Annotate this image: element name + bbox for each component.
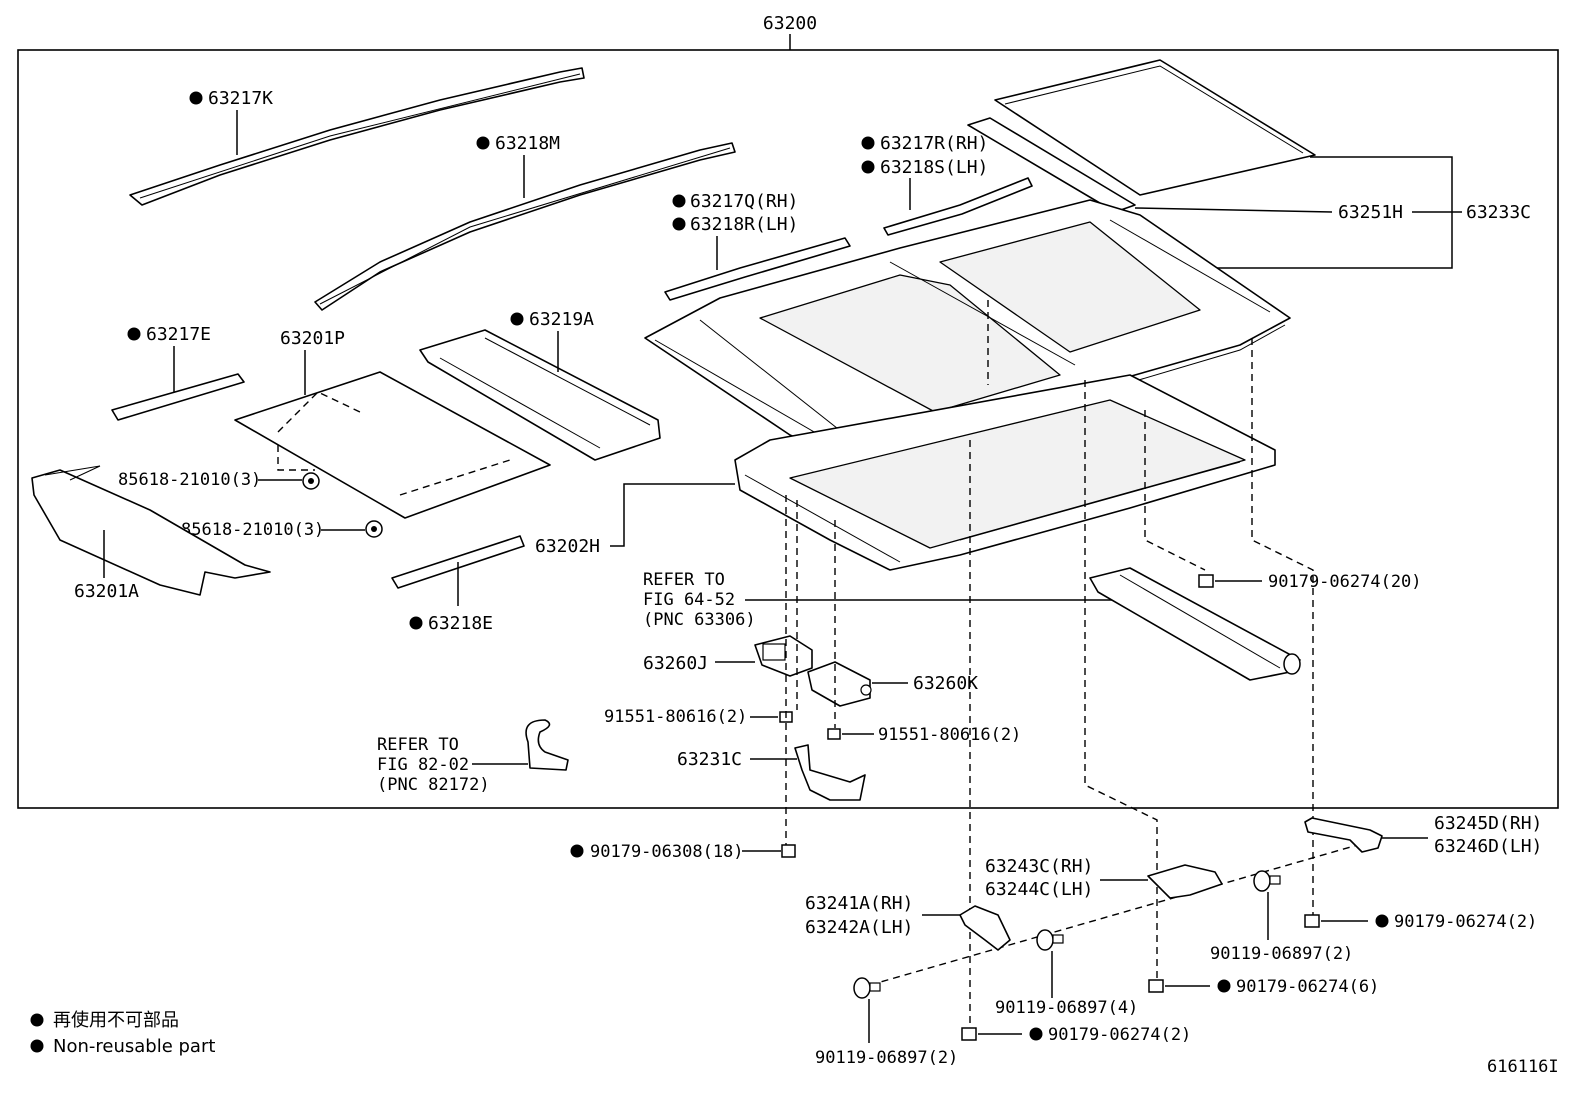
label-63201A: 63201A [74,581,139,602]
part-63217K [129,67,585,206]
refer1-line1: REFER TO [643,570,725,590]
part-sunshade-roll [1089,567,1301,681]
nut-icon-18 [781,844,796,858]
screw-icon-bottom [853,977,881,999]
part-63243C [1147,864,1223,899]
label-nut20: 90179-06274(20) [1268,572,1422,592]
label-screw2a: 90119-06897(2) [1210,944,1353,964]
screw-icon-4 [1036,929,1064,951]
label-63260K: 63260K [913,673,978,694]
label-63218M: 63218M [495,133,560,154]
label-clip2: 85618-21010(3) [181,520,324,540]
clip-icon-2 [365,520,383,538]
refer2-line2: FIG 82-02 [377,755,469,775]
part-63201A [31,465,271,596]
refer2-line1: REFER TO [377,735,459,755]
part-63260K [807,661,872,707]
part-63219A [419,329,661,461]
label-63246D: 63246D(LH) [1434,836,1542,857]
label-63218S: 63218S(LH) [880,157,988,178]
refer2-line3: (PNC 82172) [377,775,490,795]
assembly-frame [17,49,1559,809]
label-63251H: 63251H [1338,202,1403,223]
label-63217R: 63217R(RH) [880,133,988,154]
label-nut2b: 90179-06274(2) [1048,1025,1191,1045]
legend-en: Non-reusable part [53,1036,215,1057]
label-63245D: 63245D(RH) [1434,813,1542,834]
screw-icon-right [1253,870,1281,892]
label-63231C: 63231C [677,749,742,770]
label-clip1: 85618-21010(3) [118,470,261,490]
label-63260J: 63260J [643,653,708,674]
label-63218E: 63218E [428,613,493,634]
diagram-id: 616116I [1487,1057,1559,1077]
refer1-line3: (PNC 63306) [643,610,756,630]
label-screw4: 90119-06897(4) [995,998,1138,1018]
part-sunroof-frame [644,199,1291,476]
label-63200: 63200 [763,13,817,34]
label-63244C: 63244C(LH) [985,879,1093,900]
part-63217R [883,177,1033,236]
part-63260J [754,635,813,677]
label-63241A: 63241A(RH) [805,893,913,914]
label-63219A: 63219A [529,309,594,330]
label-63202H: 63202H [535,536,600,557]
nut-icon-20 [1198,574,1214,588]
legend-jp: 再使用不可部品 [53,1010,179,1031]
label-63201P: 63201P [280,328,345,349]
part-63245D [1304,817,1383,853]
label-bolt1: 91551-80616(2) [604,707,747,727]
label-nut2a: 90179-06274(2) [1394,912,1537,932]
part-63241A [959,905,1011,951]
label-bolt2: 91551-80616(2) [878,725,1021,745]
refer1-line2: FIG 64-52 [643,590,735,610]
label-63233C: 63233C [1466,202,1531,223]
label-63218R: 63218R(LH) [690,214,798,235]
part-63218M [314,142,736,311]
label-nut6: 90179-06274(6) [1236,977,1379,997]
legend: 再使用不可部品 Non-reusable part [30,1010,215,1057]
label-63217K: 63217K [208,88,273,109]
part-63202H [734,374,1276,571]
part-63217E [111,373,245,421]
part-63231C [794,744,866,801]
label-63217E: 63217E [146,324,211,345]
part-63217Q [664,237,851,301]
label-63242A: 63242A(LH) [805,917,913,938]
bolt-icon-2 [827,728,841,740]
clip-icon-1 [302,472,320,490]
label-63217Q: 63217Q(RH) [690,191,798,212]
part-cable-82172 [525,719,569,771]
part-63201P [234,371,551,519]
nut-icon-2a [1304,914,1320,928]
nut-icon-2b [961,1027,977,1041]
nut-icon-6 [1148,979,1164,993]
part-glass-panel [967,59,1316,213]
label-63243C: 63243C(RH) [985,856,1093,877]
label-screw2b: 90119-06897(2) [815,1048,958,1068]
label-nut18: 90179-06308(18) [590,842,744,862]
